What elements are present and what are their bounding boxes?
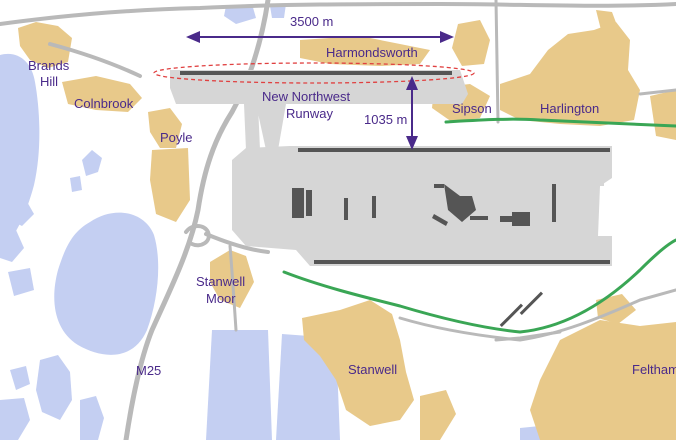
new-runway-outline (153, 62, 475, 84)
reservoir-west (0, 53, 40, 250)
road-junction-loop (184, 224, 211, 248)
lake-cluster-1 (10, 200, 34, 226)
runway-layer (180, 71, 610, 328)
runway-separation-arrow (406, 76, 418, 150)
urban-layer (18, 10, 676, 440)
new-runway-apron (170, 70, 468, 104)
terminal-central-4 (470, 216, 488, 220)
label-new-runway-line2: Runway (286, 106, 333, 121)
road-sipson-north (494, 0, 500, 124)
urban-colnbrook (62, 76, 142, 112)
urban-bottom-mid (420, 390, 456, 440)
label-stanwell: Stanwell (348, 362, 397, 377)
airport-layer (170, 70, 612, 266)
annotations-layer (153, 31, 475, 150)
terminal-4 (512, 212, 530, 226)
urban-east-edge (650, 90, 676, 140)
label-brands-hill-line2: Hill (40, 74, 58, 89)
label-feltham: Feltham (632, 362, 676, 377)
urban-brands-hill (18, 22, 72, 68)
label-colnbrook: Colnbrook (74, 96, 134, 111)
label-m25: M25 (136, 363, 161, 378)
terminal-east-pier (552, 184, 556, 222)
label-harmondsworth: Harmondsworth (326, 45, 418, 60)
urban-harlington-north (596, 10, 618, 34)
northern-runway-strip (298, 148, 610, 152)
label-runway-length: 3500 m (290, 14, 333, 29)
terminal-4-annex (500, 216, 512, 222)
urban-harmondsworth-east (452, 20, 490, 66)
lake-cluster-2 (0, 230, 24, 262)
label-sipson: Sipson (452, 101, 492, 116)
label-stanwell-moor-line1: Stanwell (196, 274, 245, 289)
label-stanwell-moor-line2: Moor (206, 291, 236, 306)
terminal-central-2 (444, 184, 476, 222)
airport-link-road (256, 104, 286, 150)
urban-harlington (500, 22, 640, 126)
terminal-central-3 (432, 214, 448, 226)
new-northwest-runway-strip (180, 71, 452, 75)
runway-remote-sw-2 (519, 291, 544, 316)
urban-poyle (150, 148, 190, 222)
road-a3044 (204, 232, 270, 254)
urban-poyle-north (148, 108, 182, 148)
airfield-west-spur (244, 104, 260, 150)
urban-stanwell (302, 300, 414, 426)
southern-runway-strip (314, 260, 610, 264)
lake-north (224, 4, 256, 24)
lake-cluster-5 (10, 366, 30, 390)
label-harlington: Harlington (540, 101, 599, 116)
road-harlington-east (638, 88, 676, 96)
lake-cluster-7 (80, 396, 104, 440)
road-southern-perimeter (398, 288, 676, 342)
lake-small-1 (82, 150, 102, 176)
label-new-runway-line1: New Northwest (262, 89, 351, 104)
label-runway-separation: 1035 m (364, 112, 407, 127)
lake-cluster-3 (8, 268, 34, 296)
urban-harmondsworth (300, 36, 430, 66)
terminal-5-main (292, 188, 304, 218)
road-stanwell-moor (228, 244, 238, 332)
lake-small-2 (70, 176, 82, 192)
lake-cluster-4 (36, 355, 72, 420)
label-poyle: Poyle (160, 130, 193, 145)
rail-north (444, 117, 676, 128)
road-a4-branch (48, 42, 142, 78)
label-brands-hill-line1: Brands (28, 58, 70, 73)
terminal-central-1 (434, 184, 444, 188)
lake-cluster-6 (0, 398, 30, 440)
runway-length-arrow (186, 31, 454, 43)
urban-feltham (530, 320, 676, 440)
road-a4-north (0, 2, 676, 26)
rail-layer (282, 117, 676, 334)
labels-layer: 3500 m Harmondsworth New Northwest Runwa… (28, 14, 676, 378)
rail-south (282, 238, 676, 334)
runway-remote-sw-1 (499, 303, 524, 328)
wraysbury-reservoir (54, 212, 159, 355)
airfield-east-spur (586, 170, 604, 186)
staines-reservoir-west (206, 330, 272, 440)
terminal-5-pier-b (372, 196, 376, 218)
terminals-layer (292, 184, 556, 226)
road-feltham-link (494, 330, 562, 342)
water-layer (0, 4, 544, 440)
terminal-5-pier-a (344, 198, 348, 220)
terminal-5-satellite (306, 190, 312, 216)
heathrow-airfield (232, 146, 612, 266)
